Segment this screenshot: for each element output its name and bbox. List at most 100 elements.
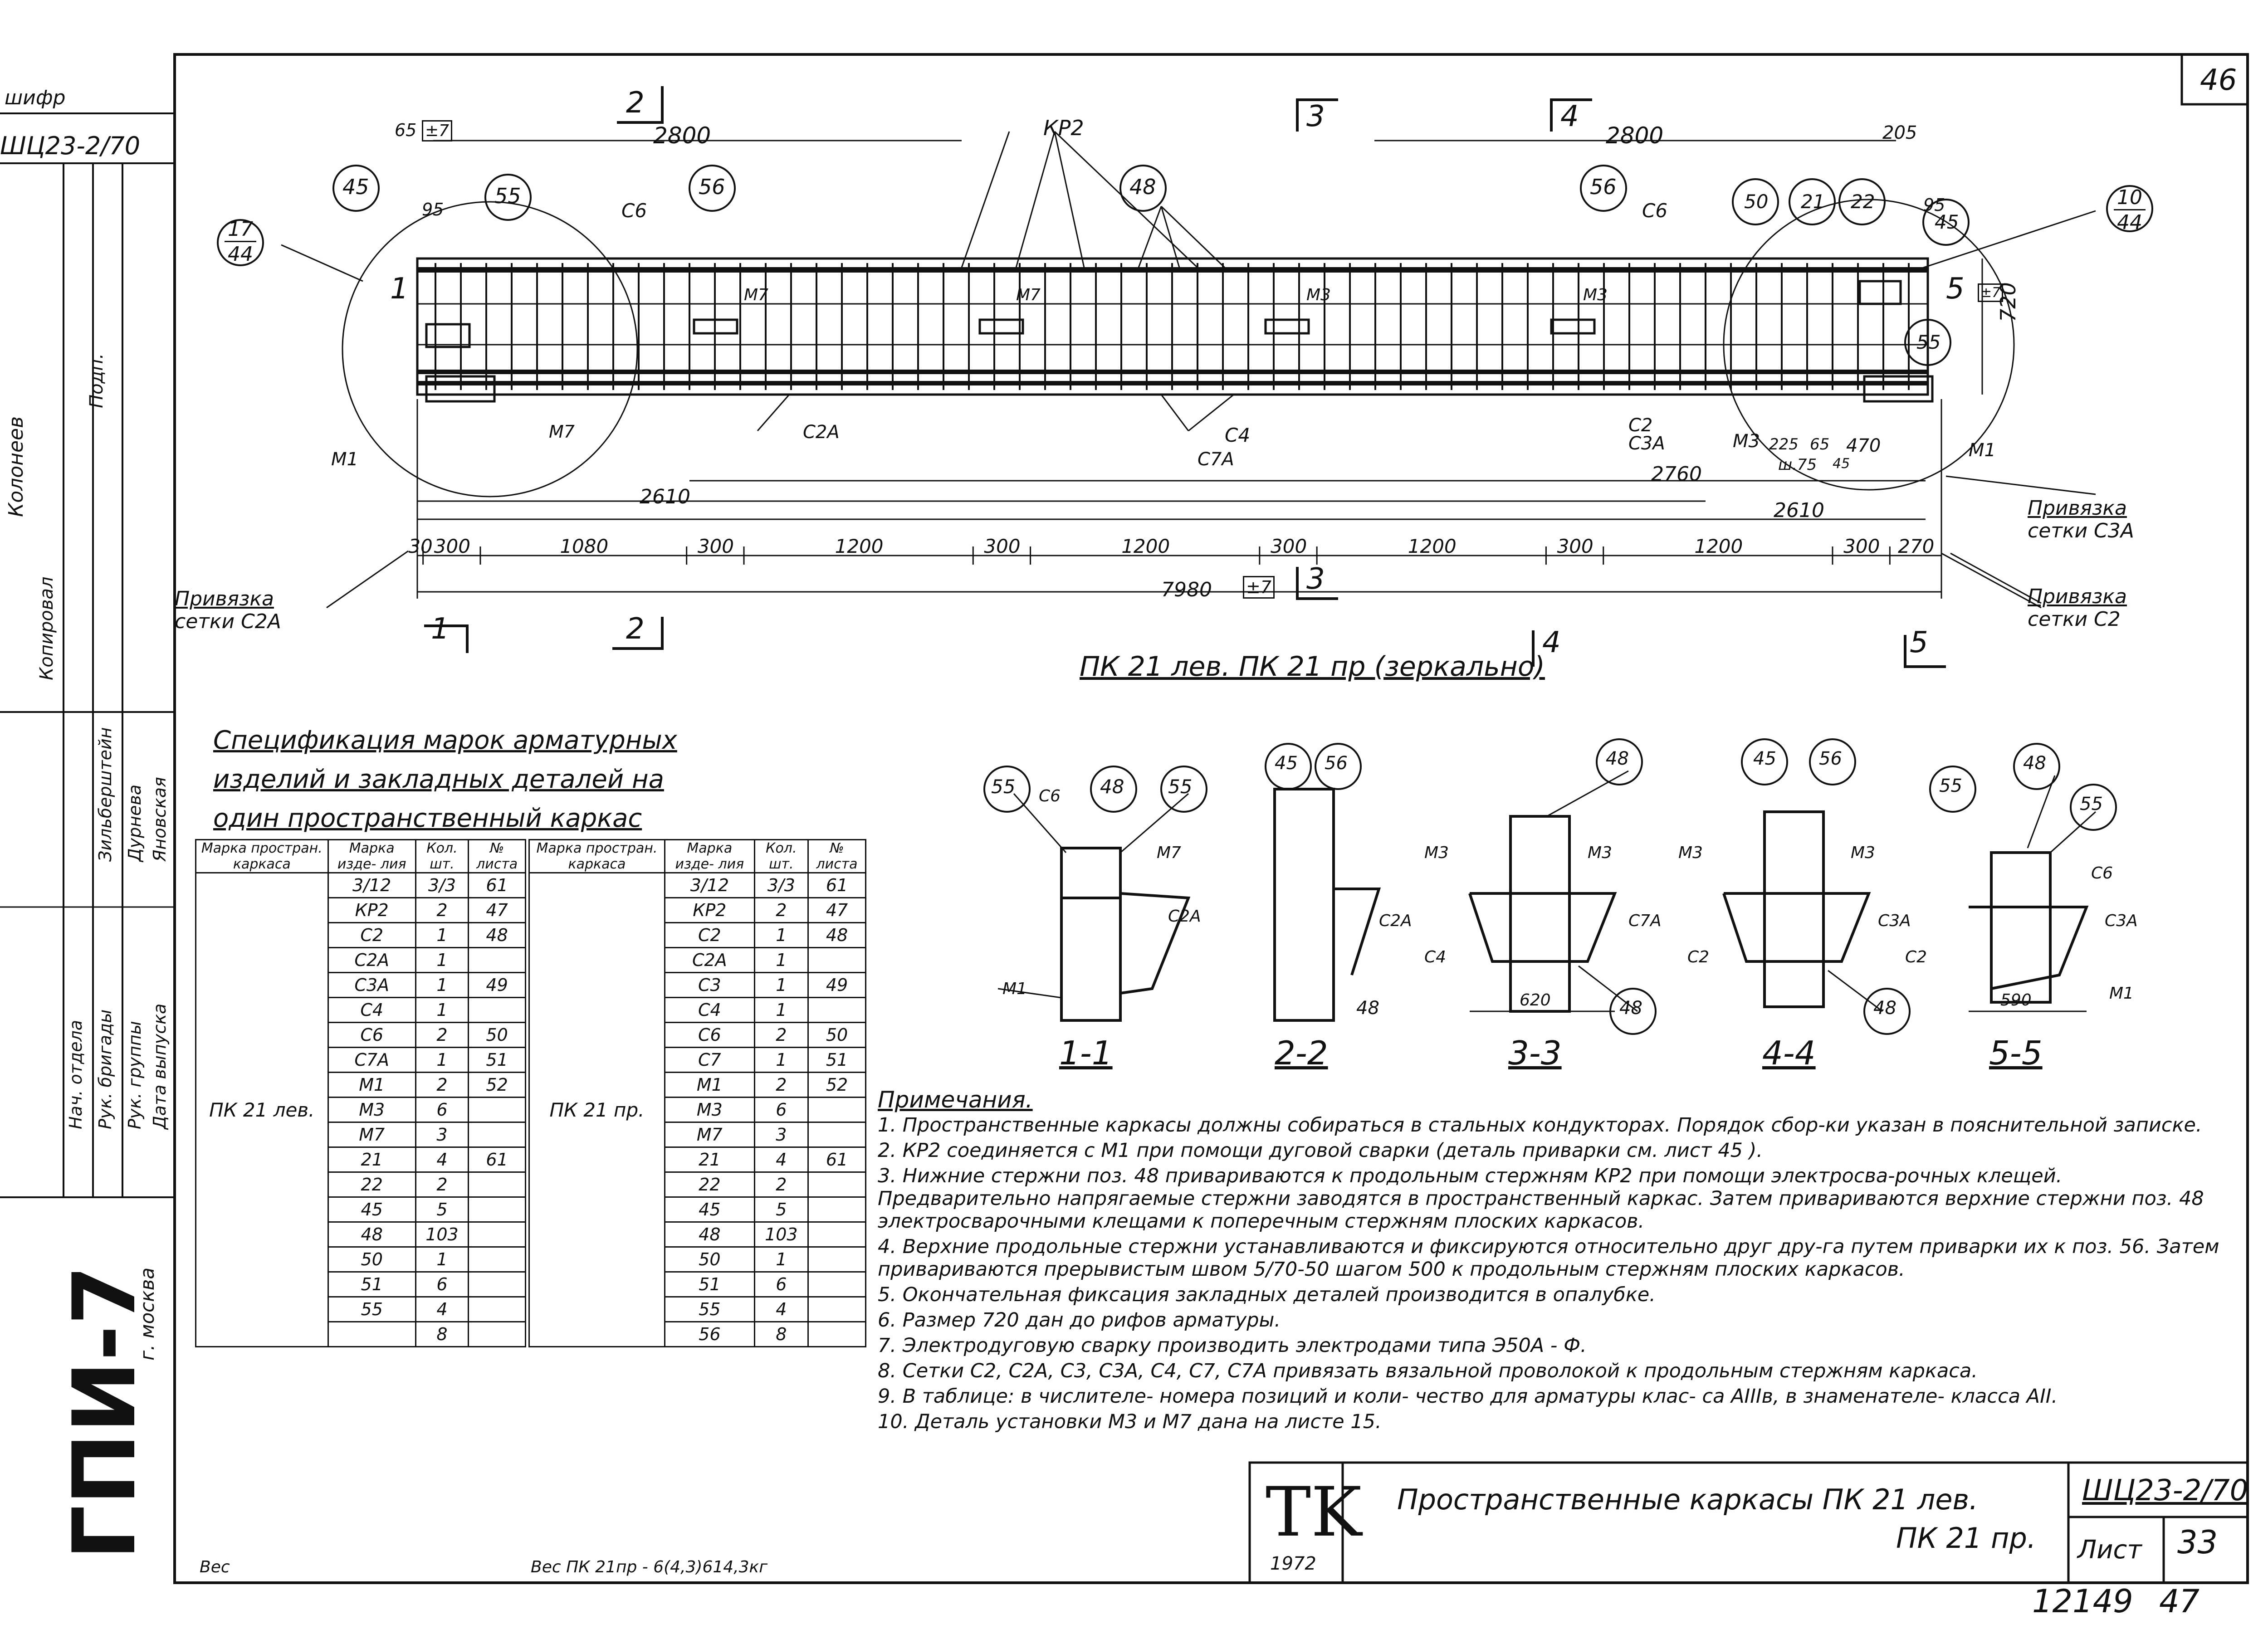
spec-cell: 50 (807, 1022, 866, 1048)
spec-cell: 61 (807, 1146, 866, 1173)
position-bubble (1160, 766, 1207, 813)
spec-cell (468, 1171, 526, 1198)
position-bubble (1119, 165, 1167, 212)
spec-cell: 22 (327, 1171, 416, 1198)
spec-cell: С7А (327, 1047, 416, 1073)
spec-subheader-cell: 61 (468, 872, 526, 898)
label-m3-a: М3 (1306, 286, 1331, 304)
shifr-label: шифр (5, 86, 66, 109)
spec-cell: 45 (664, 1196, 755, 1223)
s2-c2a: С2А (1379, 912, 1412, 930)
spec-subheader-cell: 3/3 (415, 872, 469, 898)
position-bubble (1596, 738, 1643, 785)
spec-header-cell: Кол. шт. (753, 839, 809, 873)
cut-mark-3-top: 3 (1306, 100, 1325, 133)
dim-95-left: 95 (422, 200, 444, 219)
sheet-title: Пространственные каркасы ПК 21 лев. (1397, 1483, 1978, 1516)
spec-cell: 49 (807, 972, 866, 998)
spec-cell: 1 (753, 997, 809, 1023)
s1-55b: 55 (1168, 776, 1193, 798)
spec-cell: М1 (664, 1072, 755, 1098)
s1-48: 48 (1100, 776, 1124, 798)
spec-cell: 51 (807, 1047, 866, 1073)
spec-cell: 3 (753, 1122, 809, 1148)
s3-c4: С4 (1424, 948, 1447, 966)
spec-cell: М3 (327, 1097, 416, 1123)
dim-2760: 2760 (1651, 463, 1702, 486)
spec-cell: 48 (327, 1221, 416, 1248)
spec-cell (468, 947, 526, 973)
name-1: Зильберштейн (95, 727, 115, 862)
spec-cell: 2 (415, 897, 469, 923)
dim-segment-label: 1200 (835, 535, 884, 557)
section-label-4: 4-4 (1762, 1034, 1816, 1072)
tol-1: ±7 (422, 120, 453, 141)
binding-left-2: сетки С2А (175, 610, 281, 633)
position-bubble (1090, 766, 1137, 813)
tol-2: ±7 (1978, 283, 2004, 302)
s5-590: 590 (2000, 991, 2032, 1010)
dim-95-right: 95 (1923, 195, 1945, 215)
spec-subheader-cell: 3/12 (327, 872, 416, 898)
spec-cell: 48 (664, 1221, 755, 1248)
position-bubble (1315, 743, 1362, 790)
position-bubble (1904, 319, 1951, 366)
spec-cell: С4 (327, 997, 416, 1023)
sheet-label: Лист (2077, 1535, 2142, 1565)
spec-cell: 52 (807, 1072, 866, 1098)
bubble-56-left: 56 (699, 175, 725, 199)
spec-cell (807, 1221, 866, 1248)
position-bubble (2013, 743, 2060, 790)
spec-cell: 48 (807, 922, 866, 948)
spec-cell: М1 (327, 1072, 416, 1098)
dim-top-right: 2800 (1606, 122, 1664, 149)
s4-m3a: М3 (1678, 844, 1703, 862)
s4-45: 45 (1753, 748, 1776, 769)
spec-cell (468, 1122, 526, 1148)
spec-cell (468, 1097, 526, 1123)
dim-top-205: 205 (1882, 122, 1917, 143)
s4-c2: С2 (1687, 948, 1710, 966)
spec-cell (807, 1321, 866, 1347)
binding-right1-1: Привязка (2028, 497, 2127, 520)
spec-cell: 2 (415, 1171, 469, 1198)
label-c7a: С7А (1198, 449, 1234, 470)
s1-c6: С6 (1039, 787, 1061, 805)
spec-cell: 1 (753, 947, 809, 973)
dim-top-65: 65 (395, 120, 417, 140)
spec-cell (807, 1196, 866, 1223)
position-bubble (1922, 199, 1970, 246)
label-m7-b: М7 (1016, 286, 1041, 304)
position-bubble (689, 165, 736, 212)
spec-cell: С2 (664, 922, 755, 948)
cut-mark-4-bottom: 4 (1542, 626, 1561, 659)
label-c4: С4 (1225, 424, 1251, 446)
bubble-45-right: 45 (1935, 211, 1959, 233)
dim-2610-a: 2610 (640, 485, 690, 508)
spec-cell (807, 997, 866, 1023)
spec-cell: 4 (753, 1146, 809, 1173)
s5-m1: М1 (2109, 984, 2134, 1003)
label-c6-left: С6 (621, 200, 647, 222)
dim-segment-label: 300 (697, 535, 734, 557)
spec-cell: 1 (415, 1047, 469, 1073)
note-item: 1. Пространственные каркасы должны собир… (878, 1114, 2202, 1136)
shifr-value: ШЦ23-2/70 (0, 132, 141, 160)
position-bubble (2070, 784, 2117, 831)
position-bubble (2106, 185, 2153, 232)
spec-cell: С3 (664, 972, 755, 998)
dim-segment-label: 270 (1898, 535, 1935, 557)
role-2: Рук. бригады (95, 1009, 115, 1129)
